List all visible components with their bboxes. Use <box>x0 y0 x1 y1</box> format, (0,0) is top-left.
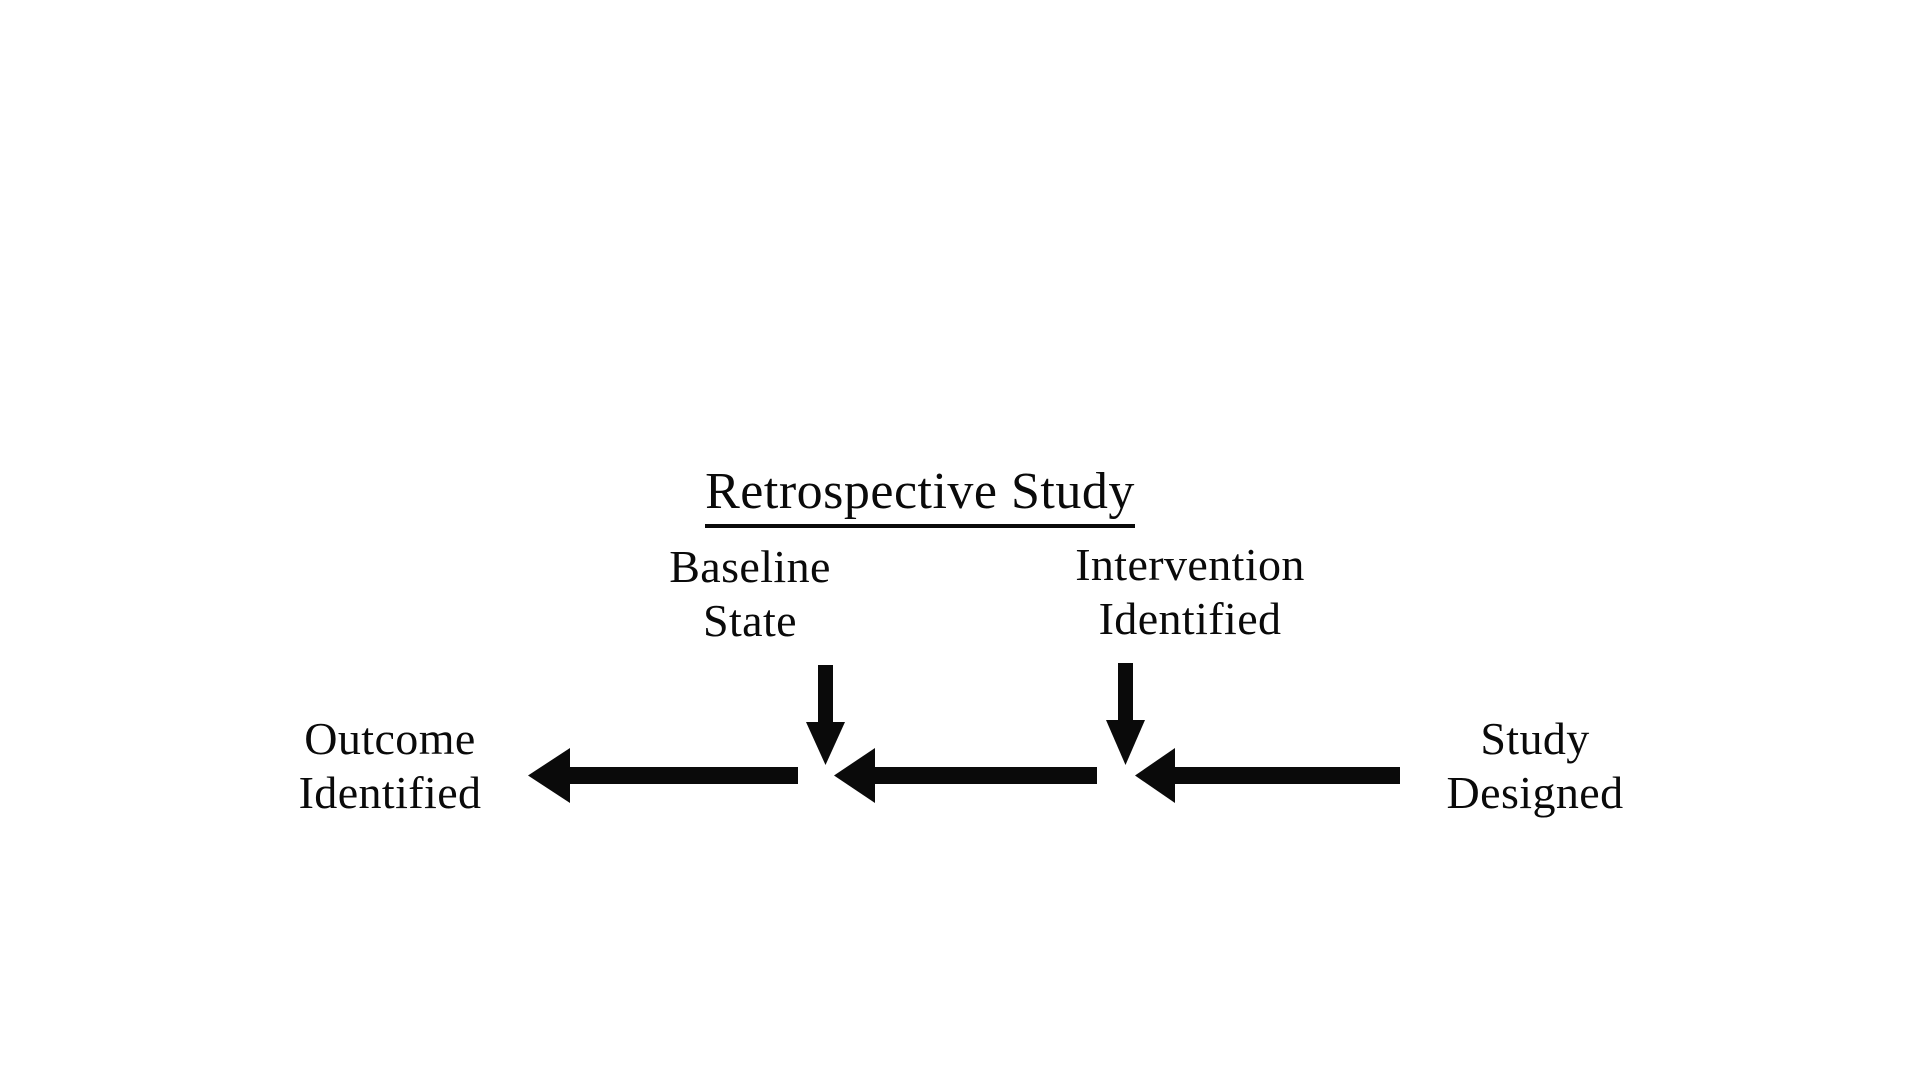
node-baseline-state-line2: State <box>703 595 797 647</box>
node-study-designed-line1: Study <box>1480 713 1590 764</box>
arrow-baseline-to-outcome <box>528 748 798 803</box>
node-intervention-identified-line1: Intervention <box>1075 539 1305 590</box>
arrow-intervention-down <box>1106 663 1145 765</box>
node-intervention-identified-line2: Identified <box>1098 593 1282 645</box>
node-study-designed-line2: Designed <box>1446 767 1624 819</box>
arrow-study-to-intervention <box>1135 748 1400 803</box>
page-title: Retrospective Study <box>560 462 1280 528</box>
node-baseline-state-line1: Baseline <box>669 541 831 592</box>
diagram-title-text: Retrospective Study <box>705 462 1135 528</box>
arrow-baseline-down <box>806 665 845 765</box>
node-study-designed: Study Designed <box>1360 712 1710 821</box>
arrow-intervention-to-baseline <box>834 748 1097 803</box>
node-intervention-identified: Intervention Identified <box>1000 538 1380 647</box>
node-outcome-identified-line1: Outcome <box>304 713 476 764</box>
node-outcome-identified-line2: Identified <box>298 767 482 819</box>
node-outcome-identified: Outcome Identified <box>230 712 550 821</box>
node-baseline-state: Baseline State <box>600 540 900 649</box>
